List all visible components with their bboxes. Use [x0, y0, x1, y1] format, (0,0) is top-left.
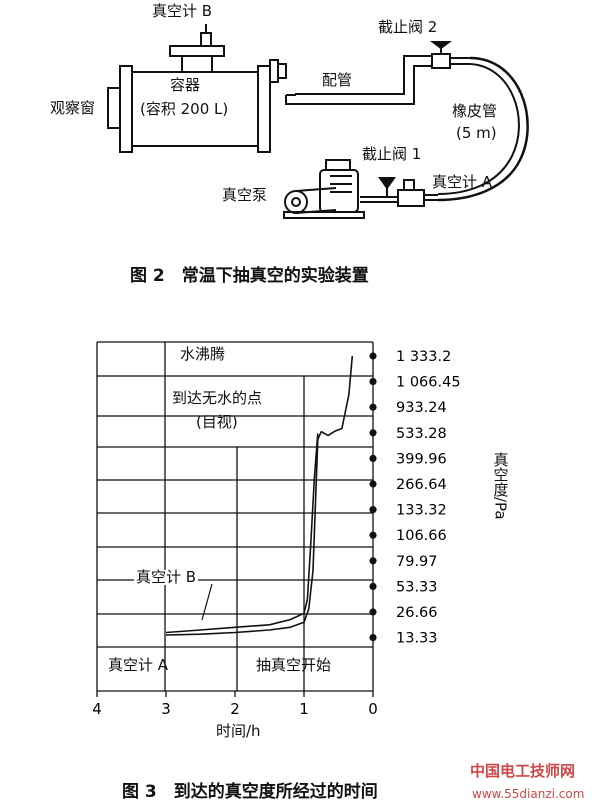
apparatus-diagram [107, 24, 529, 219]
label-vessel: 容器 [170, 76, 201, 94]
y-tick-label: 533.28 [396, 426, 447, 442]
label-observation-window: 观察窗 [50, 99, 96, 117]
label-valve-1: 截止阀 1 [362, 145, 422, 163]
x-tick-label: 2 [230, 700, 240, 718]
annotation-no-water-point: 到达无水的点 [172, 389, 263, 407]
y-tick-dot [369, 378, 377, 386]
y-tick-label: 266.64 [396, 477, 447, 493]
label-hose-length: (5 m) [456, 124, 497, 142]
x-axis-title: 时间/h [216, 722, 261, 740]
y-tick-dot [369, 480, 377, 488]
y-tick-label: 133.32 [396, 503, 447, 519]
y-tick-label: 53.33 [396, 579, 438, 595]
y-tick-dot [369, 506, 377, 514]
y-tick-dot [369, 454, 377, 462]
annotation-gauge-b: 真空计 B [134, 568, 199, 586]
y-tick-label: 79.97 [396, 554, 438, 570]
y-tick-dot [369, 634, 377, 642]
y-tick-label: 13.33 [396, 631, 438, 647]
label-rubber-hose: 橡皮管 [452, 102, 498, 120]
y-tick-label: 26.66 [396, 605, 438, 621]
y-tick-dot [369, 403, 377, 411]
y-tick-label: 106.66 [396, 528, 447, 544]
x-tick-label: 0 [368, 700, 378, 718]
y-tick-label: 1 066.45 [396, 375, 461, 391]
watermark-url: www.55dianzi.com [472, 787, 585, 801]
annotation-visual: (目视) [196, 413, 238, 431]
series-line-gauge-b [165, 433, 319, 634]
pump-base [283, 211, 365, 219]
rubber-hose [437, 56, 529, 202]
label-vessel-volume: (容积 200 L) [140, 100, 229, 118]
y-tick-dot [369, 531, 377, 539]
pipe [285, 65, 432, 105]
y-tick-dot [369, 352, 377, 360]
y-tick-label: 933.24 [396, 400, 447, 416]
y-tick-label: 399.96 [396, 451, 447, 467]
y-tick-dot [369, 608, 377, 616]
y-tick-dot [369, 557, 377, 565]
label-vacuum-pump: 真空泵 [222, 186, 268, 204]
label-gauge-a: 真空计 A [432, 173, 493, 191]
figure-2-caption: 图 2 常温下抽真空的实验装置 [130, 266, 369, 286]
x-tick-label: 4 [92, 700, 102, 718]
vessel-top-flange [169, 45, 225, 57]
y-tick-label: 1 333.2 [396, 349, 451, 365]
series-line-gauge-a [165, 355, 354, 636]
y-tick-dot [369, 429, 377, 437]
y-tick-dot [369, 582, 377, 591]
label-gauge-b: 真空计 B [152, 2, 213, 20]
annotation-vacuum-start: 抽真空开始 [256, 656, 332, 674]
vessel-right-flange [257, 65, 271, 153]
label-pipe: 配管 [322, 71, 353, 89]
valve-1 [378, 177, 396, 190]
x-tick-label: 1 [299, 700, 309, 718]
label-valve-2: 截止阀 2 [378, 18, 438, 36]
y-axis-title: 真空度/Pa [491, 452, 510, 520]
x-tick-label: 3 [161, 700, 171, 718]
figure-3-caption: 图 3 到达的真空度所经过的时间 [122, 782, 378, 802]
annotation-gauge-a: 真空计 A [108, 656, 169, 674]
annotation-boiling: 水沸腾 [180, 345, 226, 363]
watermark-site-name: 中国电工技师网 [470, 762, 576, 780]
